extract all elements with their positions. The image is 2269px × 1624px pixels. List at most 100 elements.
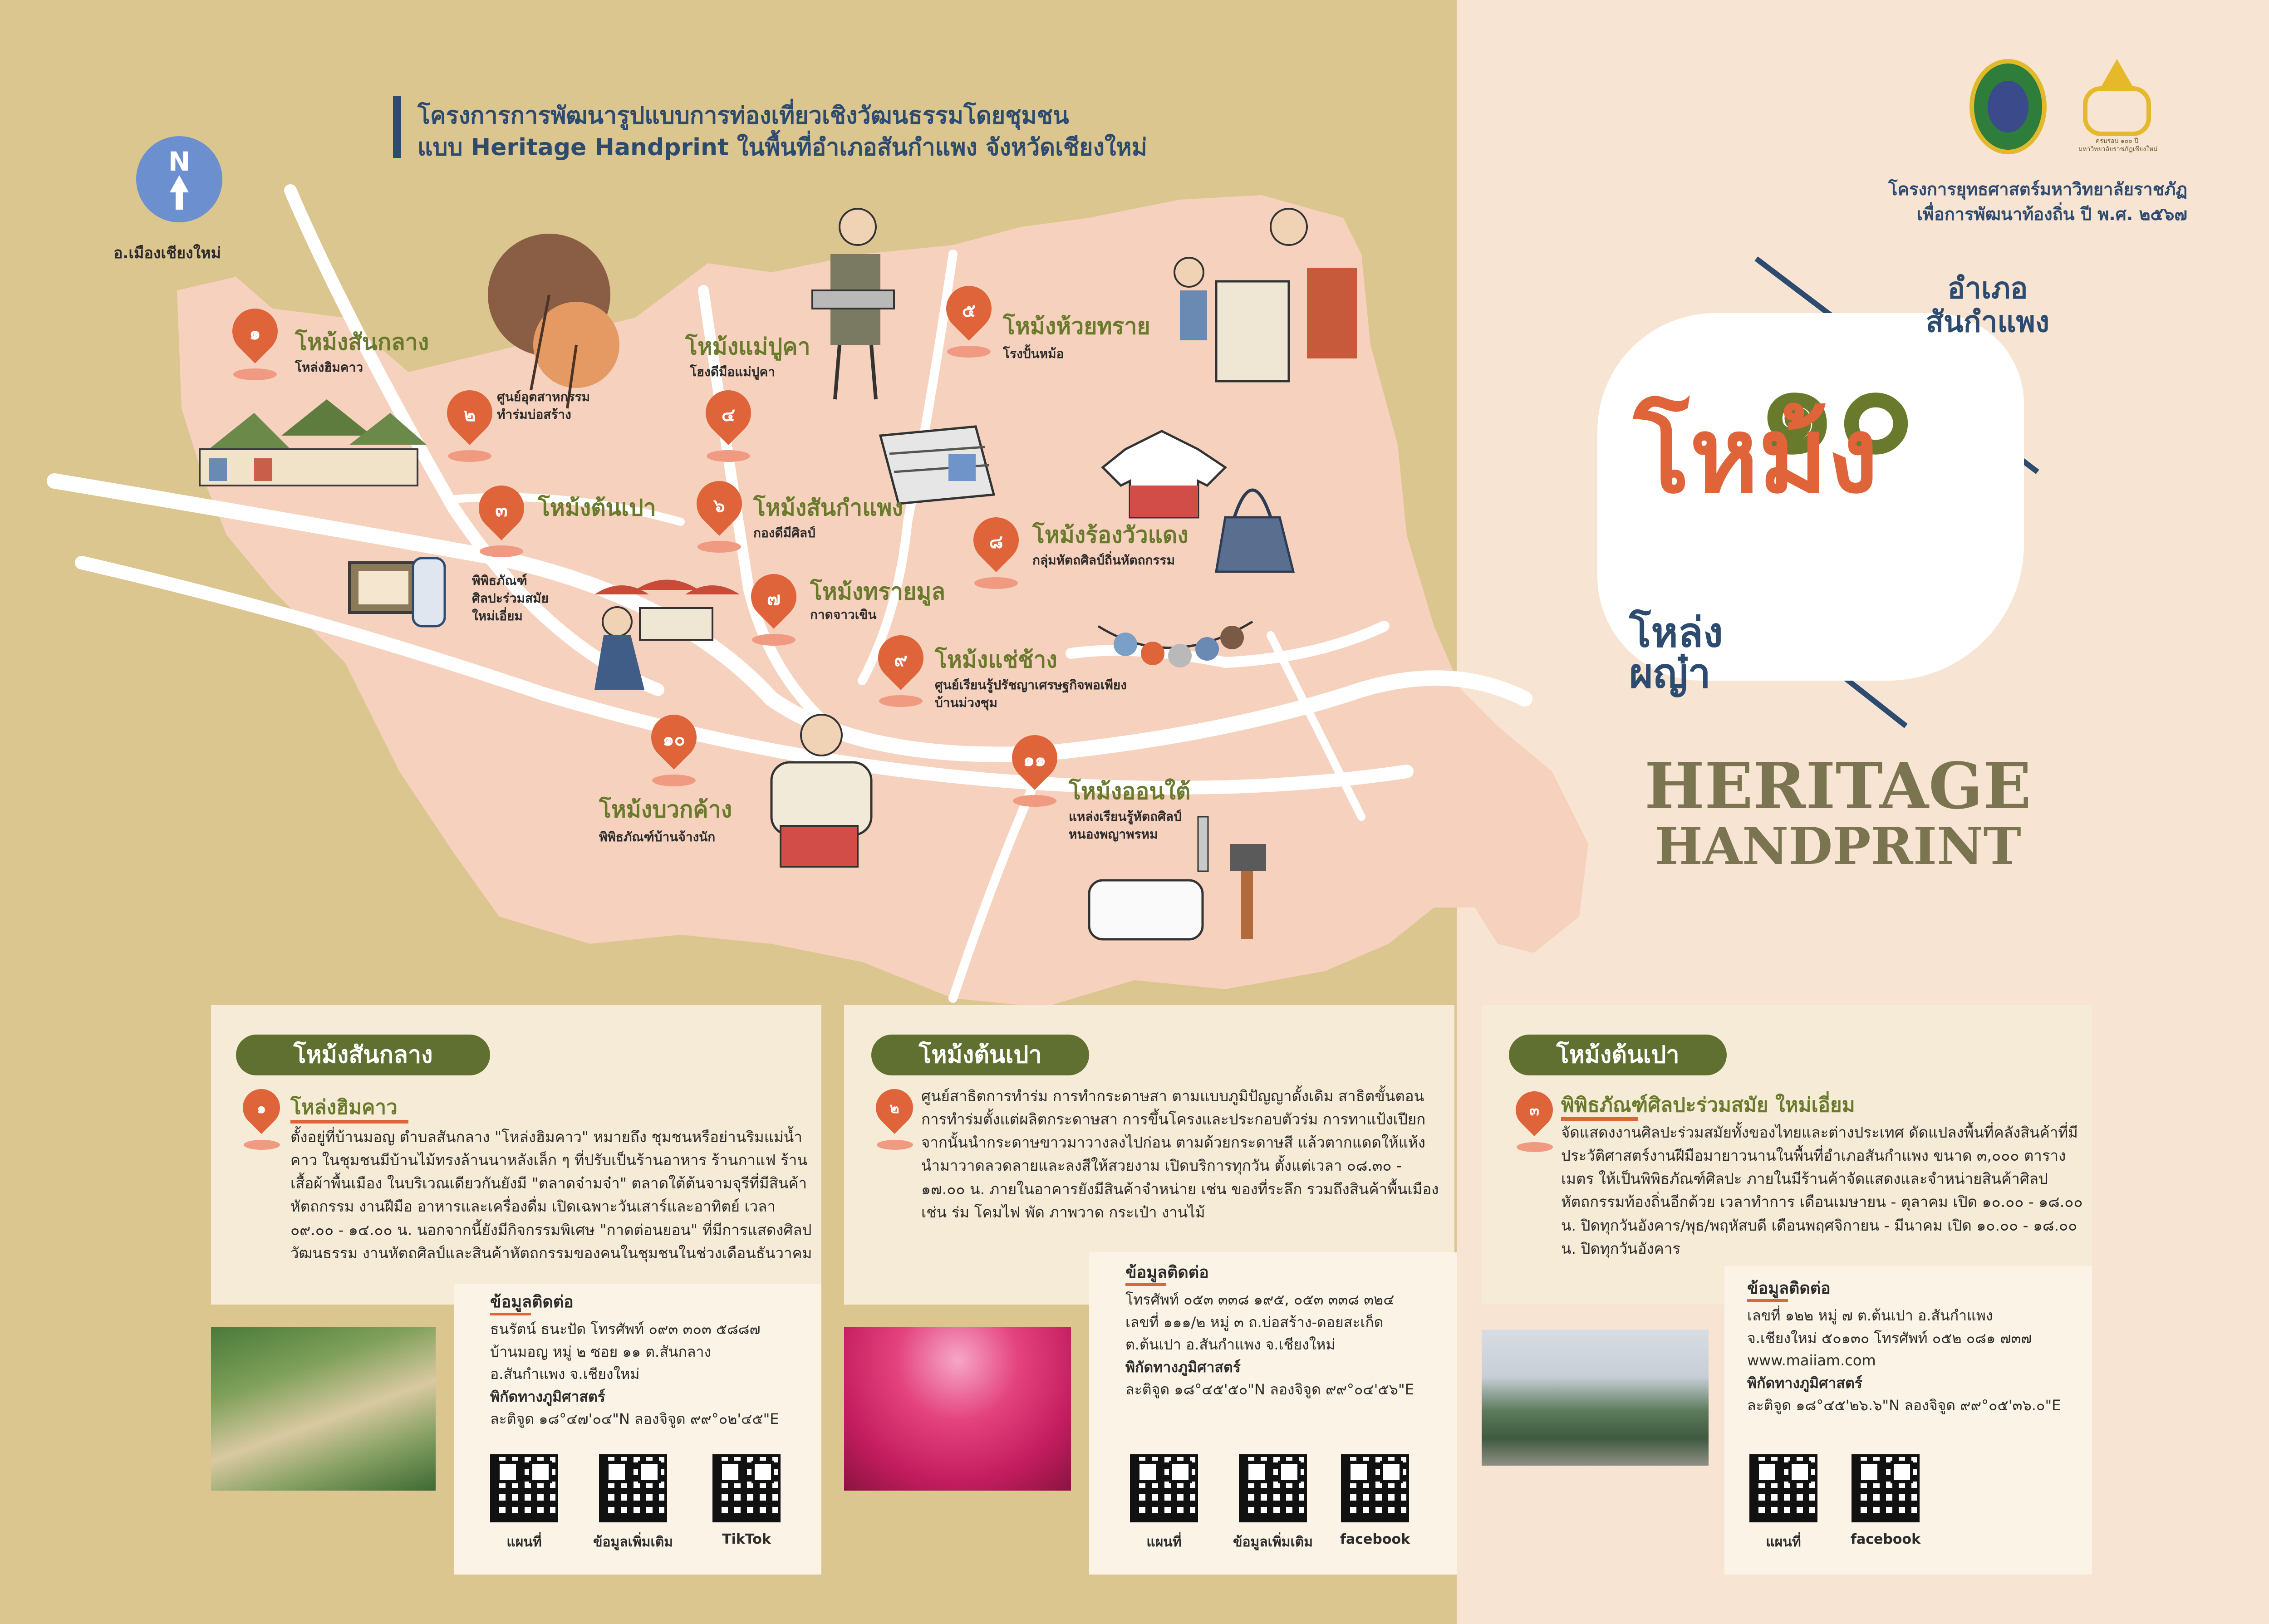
project-line2: เพื่อการพัฒนาท้องถิ่น ปี พ.ศ. ๒๕๖๗ [1916, 204, 2187, 225]
woodcarver-illustration [770, 714, 873, 868]
road-network [47, 184, 1532, 1003]
contact-details-1: ธนรัตน์ ธนะปัด โทรศัพท์ ๐๙๓ ๓๐๓ ๕๘๘๗ บ้า… [490, 1320, 779, 1428]
qr-label: แผนที่ [1766, 1534, 1801, 1550]
qr-code-map-1[interactable] [490, 1454, 558, 1522]
big-word-mong: โหม้ง [1634, 395, 1879, 516]
qr-code-info-1[interactable] [599, 1454, 667, 1522]
spot-sub-1: โหล่งฮิมคาว [295, 360, 363, 375]
art-gallery-illustration [348, 557, 446, 628]
heritage-handprint-title: HERITAGE HANDPRINT [1588, 753, 2087, 873]
card-pin-1: ๑ [235, 1081, 288, 1150]
spot-sub-9: ศูนย์เรียนรู้ปรัชญาเศรษฐกิจพอเพียง บ้านม… [935, 677, 1127, 711]
card-desc-2: ศูนย์สาธิตการทำร่ม การทำกระดาษสา ตามแบบภ… [921, 1087, 1439, 1221]
card-place-title-1: โหล่งฮิมคาว [290, 1096, 398, 1119]
qr-label: ข้อมูลเพิ่มเติม [1233, 1534, 1313, 1550]
project-text: โครงการยุทธศาสตร์มหาวิทยาลัยราชภัฏ เพื่อ… [1852, 177, 2187, 227]
district-label: อำเภอ สันกำแพง [1925, 272, 2050, 339]
spot-name-11: โหม้งออนใต้ [1069, 778, 1191, 805]
project-line1: โครงการยุทธศาสตร์มหาวิทยาลัยราชภัฏ [1888, 179, 2187, 199]
spot-name-4: โหม้งแม่ปูคา [685, 334, 810, 360]
qr-code-facebook-3[interactable] [1852, 1454, 1920, 1522]
qr-code-map-3[interactable] [1749, 1454, 1817, 1522]
card-desc-3: จัดแสดงงานศิลปะร่วมสมัยทั้งของไทยและต่าง… [1561, 1124, 2083, 1257]
map-pin-6[interactable]: ๖ [687, 471, 751, 553]
pottery-people-illustration [1174, 208, 1357, 383]
spot-sub-4: โฮงดีมือแม่ปูคา [690, 364, 775, 379]
spot-sub-7: กาดจาวเขิน [810, 607, 877, 622]
spot-name-7: โหม้งทรายมูล [810, 579, 945, 605]
spot-name-10: โหม้งบวกค้าง [599, 796, 732, 823]
card-tag-1: โหม้งสันกลาง [236, 1035, 490, 1075]
potter-illustration [811, 208, 895, 400]
card-place-title-3: พิพิธภัณฑ์ศิลปะร่วมสมัย ใหม่เอี่ยม [1561, 1094, 1855, 1117]
spot-name-1: โหม้งสันกลาง [295, 329, 429, 355]
map-pin-1[interactable]: ๑ [223, 299, 287, 380]
handprint-word: HANDPRINT [1655, 817, 2021, 876]
spot-name-8: โหม้งร้องวัวแดง [1032, 522, 1189, 548]
spot-sub-10: พิพิธภัณฑ์บ้านจ้างนัก [599, 829, 716, 844]
qr-label: facebook [1850, 1531, 1921, 1547]
small-word-long-pya: โหล่ง ผญ๋า [1629, 609, 1723, 697]
contact-title-1: ข้อมูลติดต่อ [490, 1293, 574, 1311]
qr-code-info-2[interactable] [1239, 1454, 1307, 1522]
title-accent-bar [393, 96, 401, 158]
map-pin-5[interactable]: ๕ [937, 276, 1001, 358]
card-tag-2: โหม้งต้นเปา [871, 1035, 1089, 1075]
contact-panel-1 [454, 1284, 821, 1575]
contact-details-3: เลขที่ ๑๒๒ หมู่ ๗ ต.ต้นเปา อ.สันกำแพง จ.… [1747, 1307, 2061, 1414]
map-pin-11[interactable]: ๑๑ [1002, 726, 1067, 807]
university-logo [1969, 59, 2047, 154]
spot-sub-5: โรงปั้นหม้อ [1003, 346, 1064, 361]
north-compass-icon: N [136, 136, 222, 222]
spot-name-6: โหม้งสันกำแพง [753, 495, 903, 521]
map-pin-8[interactable]: ๘ [964, 508, 1028, 589]
photo-maiiam-museum [1482, 1330, 1709, 1466]
contact-title-3: ข้อมูลติดต่อ [1747, 1279, 1831, 1298]
map-pin-7[interactable]: ๗ [742, 564, 806, 646]
map-title-line2: แบบ Heritage Handprint ในพื้นที่อำเภอสัน… [417, 134, 1147, 161]
qr-code-facebook-2[interactable] [1341, 1454, 1409, 1522]
spot-sub-11: แหล่งเรียนรู้หัตถศิลป์ หนองพญาพรหม [1069, 809, 1182, 842]
qr-label: facebook [1340, 1531, 1410, 1547]
umbrella-illustration [488, 234, 619, 409]
photo-umbrella-making [844, 1327, 1071, 1491]
card-tag-3: โหม้งต้นเปา [1509, 1035, 1727, 1075]
card-desc-1: ตั้งอยู่ที่บ้านมอญ ตำบลสันกลาง "โหล่งฮิม… [290, 1128, 812, 1262]
market-stall-illustration [199, 399, 427, 486]
spot-sub-6: กองดีมีศิลป์ [753, 525, 815, 540]
card-pin-3: ๓ [1508, 1084, 1561, 1152]
district-area [177, 195, 1588, 1007]
qr-label: ข้อมูลเพิ่มเติม [593, 1534, 673, 1550]
qr-code-tiktok-1[interactable] [712, 1454, 781, 1522]
weaving-loom-illustration [879, 425, 996, 505]
map-pin-3[interactable]: ๓ [469, 476, 534, 557]
map-title-line1: โครงการการพัฒนารูปแบบการท่องเที่ยวเชิงวั… [417, 102, 1069, 129]
compass-label: N [168, 146, 191, 177]
qr-label: TikTok [722, 1531, 771, 1547]
spot-sub-8: กลุ่มหัตถศิลป์ถิ่นหัตถกรรม [1032, 553, 1175, 568]
anniversary-logo-caption: ครบรอบ ๑๐๐ ปี มหาวิทยาลัยราชภัฏเชียงใหม่ [2078, 137, 2158, 153]
map-pin-2[interactable]: ๒ [437, 381, 502, 462]
card-pin-2: ๒ [868, 1081, 921, 1150]
qr-label: แผนที่ [506, 1534, 542, 1550]
qr-label: แผนที่ [1146, 1534, 1182, 1550]
poster-blob [1597, 313, 2024, 681]
silverware-tools-illustration [1088, 816, 1266, 941]
spot-sub-3: พิพิธภัณฑ์ ศิลปะร่วมสมัย ใหม่เอี่ยม [472, 573, 549, 624]
map-pin-9[interactable]: ๙ [869, 626, 933, 707]
bead-necklace-illustration [1097, 620, 1253, 667]
market-parasol-illustration [594, 579, 740, 690]
photo-lhong-him-kaw [211, 1327, 436, 1491]
map-pin-10[interactable]: ๑๐ [642, 705, 706, 786]
spot-sub-2: ศูนย์อุตสาหกรรม ทำร่มบ่อสร้าง [497, 389, 590, 422]
shirt-and-bag-illustration [1101, 430, 1295, 573]
anniversary-logo: ครบรอบ ๑๐๐ ปี มหาวิทยาลัยราชภัฏเชียงใหม่ [2078, 59, 2157, 153]
contact-panel-3 [1724, 1266, 2092, 1575]
spot-name-5: โหม้งห้วยทราย [1003, 313, 1150, 339]
map-pin-4[interactable]: ๔ [696, 381, 761, 462]
qr-code-map-2[interactable] [1130, 1454, 1198, 1522]
heritage-word: HERITAGE [1644, 749, 2032, 824]
spot-name-9: โหม้งแช่ช้าง [935, 647, 1057, 673]
big-number-ten: ๑๐ [1756, 334, 1915, 482]
